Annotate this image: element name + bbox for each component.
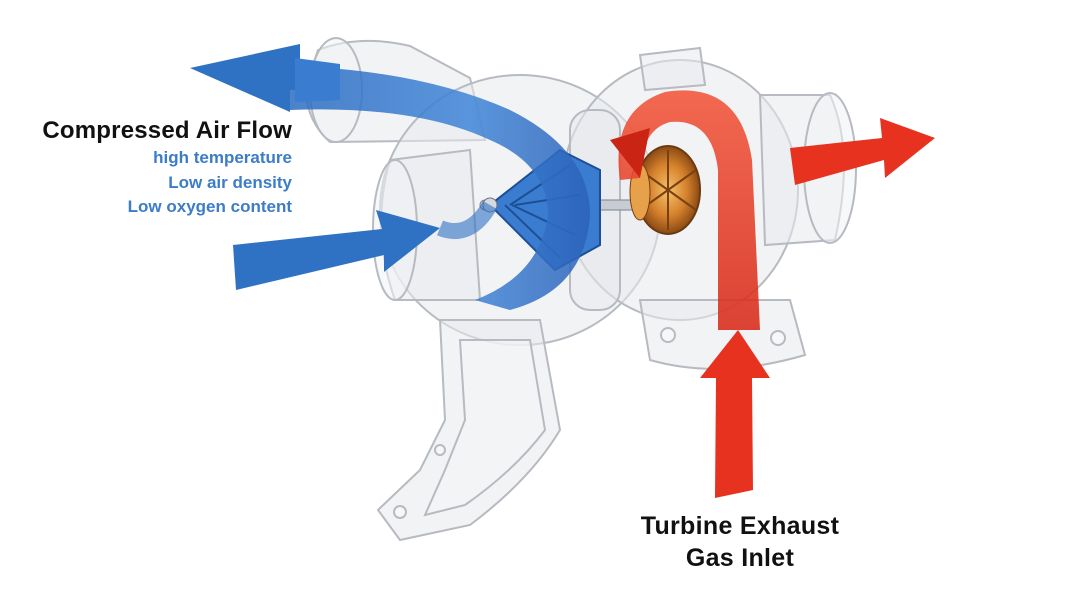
exhaust-outlet-arrow bbox=[790, 118, 935, 185]
compressed-air-note-temperature: high temperature bbox=[153, 148, 292, 167]
cold-air-flow bbox=[190, 44, 590, 310]
compressed-air-arrow bbox=[190, 44, 300, 112]
turbine-inlet-arrow bbox=[700, 330, 770, 498]
intake-air-arrow bbox=[233, 210, 440, 290]
compressed-air-flow-path bbox=[290, 66, 590, 310]
compressed-air-note-oxygen: Low oxygen content bbox=[127, 197, 292, 216]
exhaust-inner-arrow bbox=[610, 128, 650, 178]
hot-gas-flow bbox=[610, 90, 935, 498]
compressed-air-label-group: Compressed Air Flow high temperature Low… bbox=[0, 116, 292, 220]
turbine-label-line-2: Gas Inlet bbox=[685, 544, 795, 572]
turbine-inlet-label-group: Turbine Exhaust Gas Inlet bbox=[590, 510, 890, 574]
compressed-air-note-density: Low air density bbox=[168, 172, 292, 192]
turbo-housing bbox=[304, 37, 857, 542]
compressed-air-title: Compressed Air Flow bbox=[42, 117, 292, 144]
exhaust-loop-path bbox=[618, 90, 760, 330]
turbine-label-line-1: Turbine Exhaust bbox=[640, 512, 840, 540]
